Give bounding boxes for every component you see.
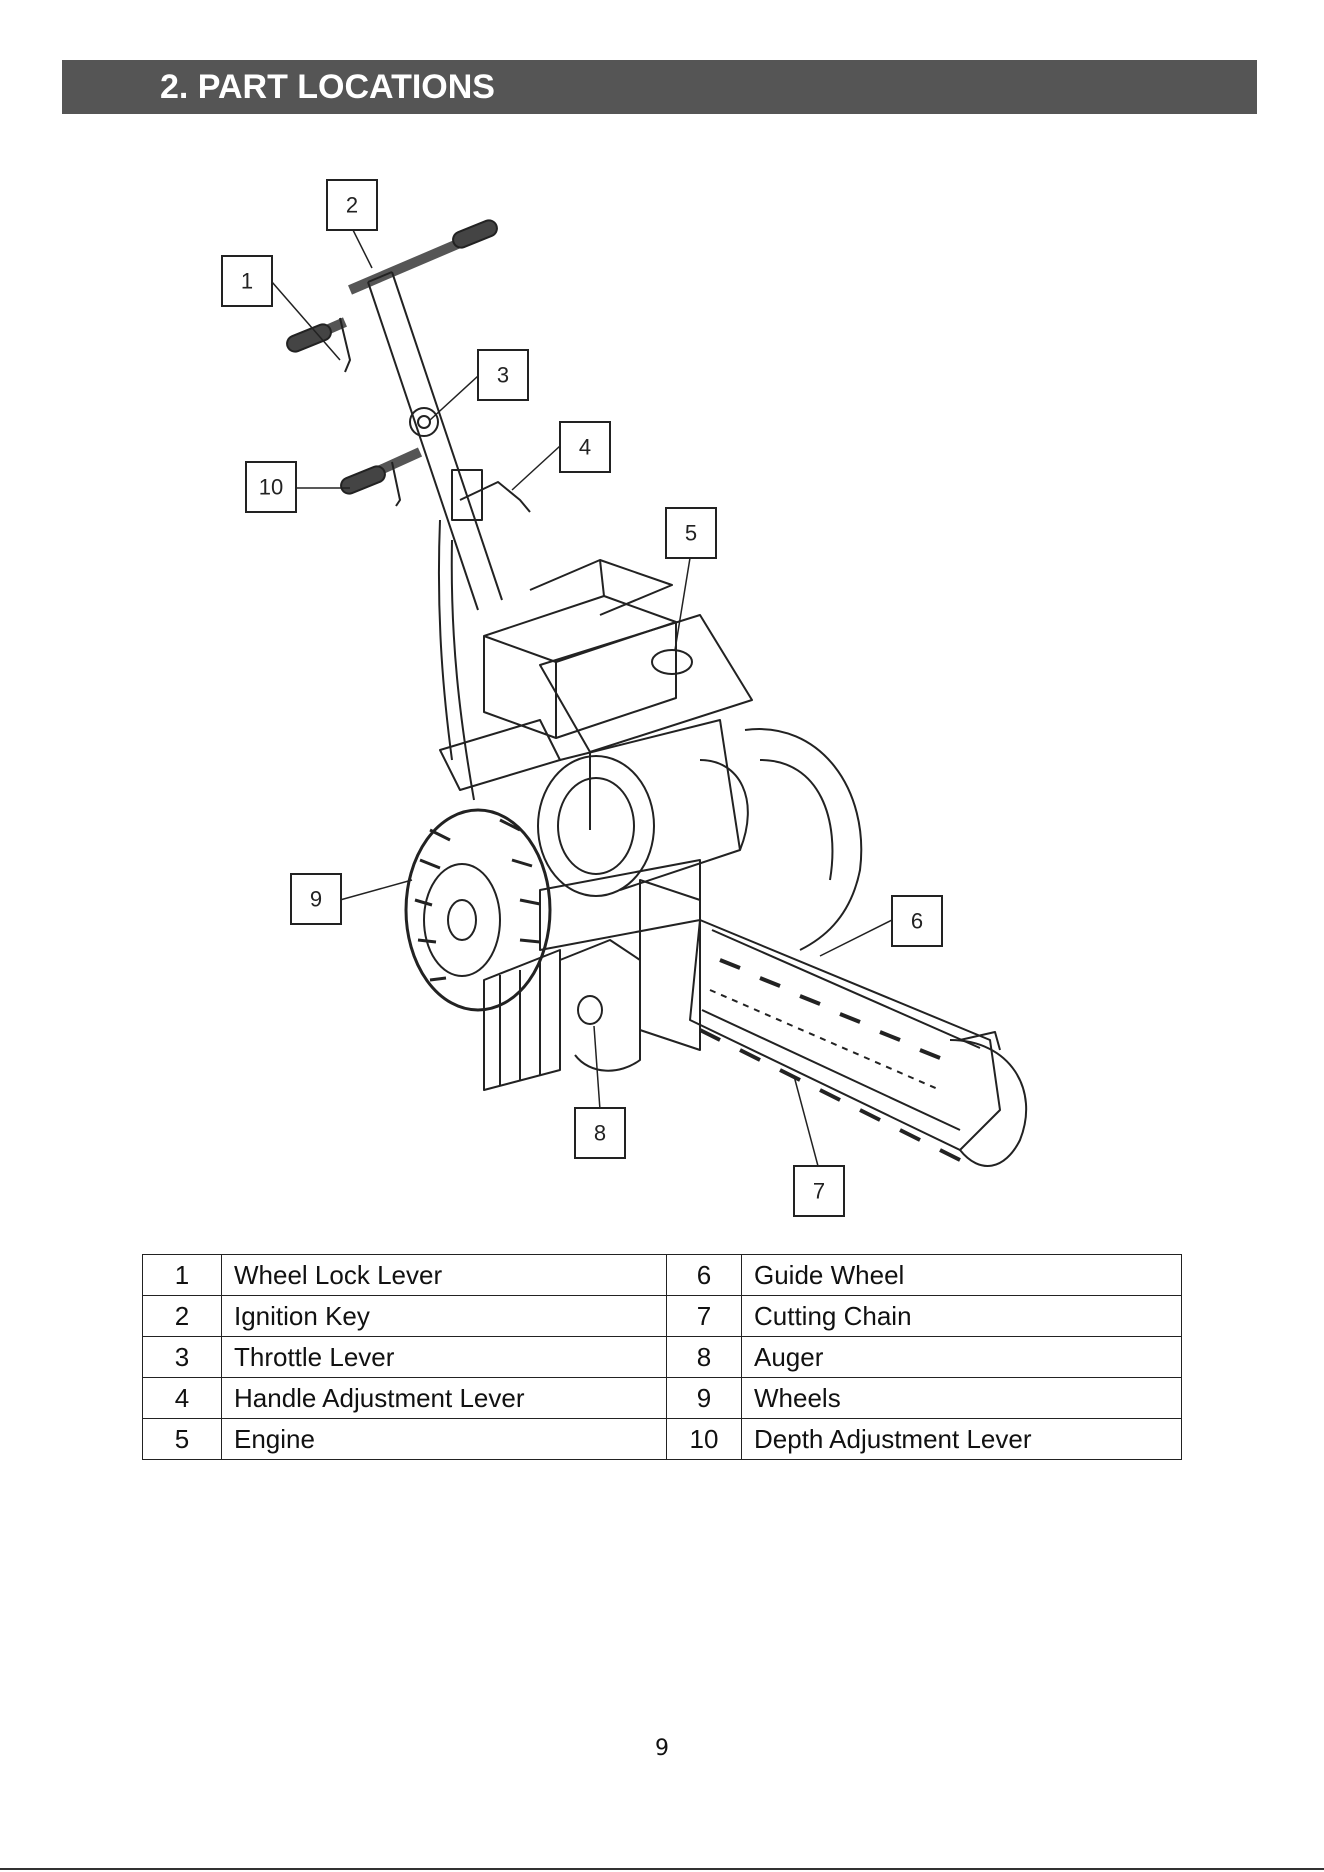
- callout-5: 5: [666, 508, 716, 558]
- part-number: 5: [143, 1419, 222, 1460]
- callout-7: 7: [794, 1166, 844, 1216]
- part-name: Cutting Chain: [742, 1296, 1182, 1337]
- table-row: 3 Throttle Lever 8 Auger: [143, 1337, 1182, 1378]
- part-name: Handle Adjustment Lever: [222, 1378, 667, 1419]
- part-name: Guide Wheel: [742, 1255, 1182, 1296]
- svg-text:8: 8: [594, 1121, 606, 1146]
- part-number: 8: [667, 1337, 742, 1378]
- svg-text:1: 1: [241, 269, 253, 294]
- part-number: 3: [143, 1337, 222, 1378]
- parts-table: 1 Wheel Lock Lever 6 Guide Wheel 2 Ignit…: [142, 1254, 1182, 1460]
- table-row: 4 Handle Adjustment Lever 9 Wheels: [143, 1378, 1182, 1419]
- part-number: 7: [667, 1296, 742, 1337]
- page-number: 9: [0, 1736, 1324, 1761]
- svg-text:7: 7: [813, 1179, 825, 1204]
- callout-8: 8: [575, 1108, 625, 1158]
- part-name: Wheel Lock Lever: [222, 1255, 667, 1296]
- part-number: 6: [667, 1255, 742, 1296]
- callout-9: 9: [291, 874, 341, 924]
- trencher-illustration: [285, 218, 1026, 1166]
- part-name: Ignition Key: [222, 1296, 667, 1337]
- part-number: 1: [143, 1255, 222, 1296]
- svg-text:2: 2: [346, 193, 358, 218]
- svg-text:6: 6: [911, 909, 923, 934]
- callout-6: 6: [892, 896, 942, 946]
- svg-text:4: 4: [579, 435, 591, 460]
- callout-4: 4: [560, 422, 610, 472]
- part-name: Engine: [222, 1419, 667, 1460]
- part-number: 2: [143, 1296, 222, 1337]
- callout-10: 10: [246, 462, 296, 512]
- part-number: 4: [143, 1378, 222, 1419]
- svg-text:9: 9: [310, 887, 322, 912]
- part-name: Auger: [742, 1337, 1182, 1378]
- part-name: Throttle Lever: [222, 1337, 667, 1378]
- part-name: Depth Adjustment Lever: [742, 1419, 1182, 1460]
- svg-text:5: 5: [685, 521, 697, 546]
- part-number: 10: [667, 1419, 742, 1460]
- callout-leader-lines: [272, 230, 892, 1166]
- table-row: 2 Ignition Key 7 Cutting Chain: [143, 1296, 1182, 1337]
- svg-text:3: 3: [497, 363, 509, 388]
- callout-3: 3: [478, 350, 528, 400]
- part-name: Wheels: [742, 1378, 1182, 1419]
- table-row: 1 Wheel Lock Lever 6 Guide Wheel: [143, 1255, 1182, 1296]
- svg-text:10: 10: [259, 475, 283, 500]
- table-row: 5 Engine 10 Depth Adjustment Lever: [143, 1419, 1182, 1460]
- callout-2: 2: [327, 180, 377, 230]
- part-number: 9: [667, 1378, 742, 1419]
- callout-1: 1: [222, 256, 272, 306]
- bottom-rule: [0, 1868, 1324, 1870]
